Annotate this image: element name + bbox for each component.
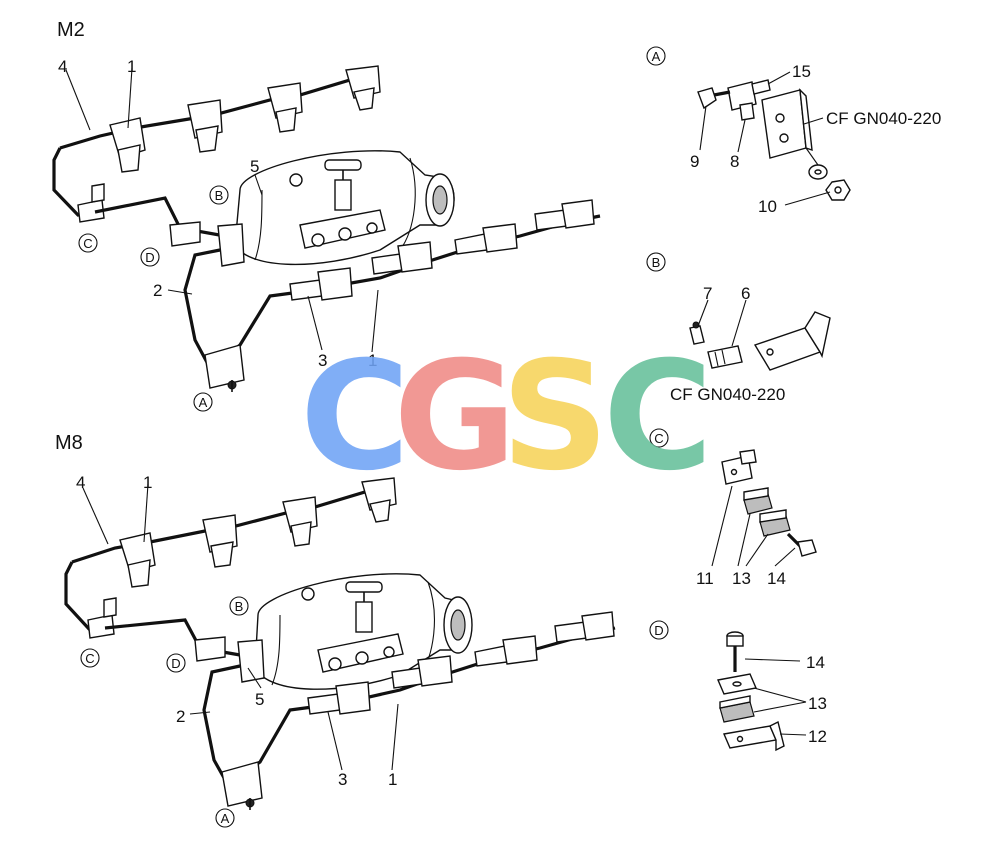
detail-a: A 15 CF GN040-220 9 8 10	[646, 46, 941, 216]
watermark-letter-3: S	[501, 330, 609, 504]
part-label-4-m8: 4	[76, 473, 85, 492]
svg-text:B: B	[215, 188, 224, 203]
detail-c-label-11: 11	[696, 569, 714, 588]
clamp-d-m8	[194, 636, 226, 662]
part-label-5-m2: 5	[250, 157, 259, 176]
detail-c: C 11 13 14	[649, 428, 817, 588]
view-marker-a-m2: A	[193, 392, 213, 412]
detail-c-label-14: 14	[767, 569, 786, 588]
detail-d: D 14 13 12	[649, 620, 827, 752]
svg-text:D: D	[654, 623, 663, 638]
pipe-2-m2	[183, 248, 221, 369]
detail-d-label-13: 13	[808, 694, 827, 713]
assembly-m2: M2	[52, 19, 601, 412]
part-label-1b-m8: 1	[388, 770, 397, 789]
svg-text:D: D	[145, 250, 154, 265]
bracket-a-m2	[204, 344, 245, 389]
svg-text:A: A	[221, 811, 230, 826]
svg-text:A: A	[652, 49, 661, 64]
detail-b: B 7 6 CF GN040-220	[646, 252, 831, 404]
svg-text:D: D	[171, 656, 180, 671]
detail-a-label-8: 8	[730, 152, 739, 171]
nozzles-lower-m8	[307, 611, 615, 715]
air-tank-m8	[254, 573, 473, 690]
view-marker-d-m8: D	[166, 653, 186, 673]
detail-b-label-6: 6	[741, 284, 750, 303]
part-label-2-m8: 2	[176, 707, 185, 726]
detail-b-reference: CF GN040-220	[670, 385, 785, 404]
air-tank-m2	[234, 150, 455, 266]
clamp-d-m2	[169, 221, 201, 247]
svg-text:B: B	[235, 599, 244, 614]
part-label-1-m8: 1	[143, 473, 152, 492]
part-label-1-m2: 1	[127, 57, 136, 76]
detail-a-reference: CF GN040-220	[826, 109, 941, 128]
watermark-letter-2: G	[393, 330, 516, 504]
part-label-5-m8: 5	[255, 690, 264, 709]
detail-a-label-10: 10	[758, 197, 777, 216]
svg-text:C: C	[85, 651, 94, 666]
part-label-4-m2: 4	[58, 57, 67, 76]
view-marker-d-m2: D	[140, 247, 160, 267]
watermark-logo: C G S C	[300, 330, 713, 504]
section-title-m2: M2	[57, 19, 85, 41]
view-marker-b-m2: B	[209, 185, 229, 205]
part-label-3-m2: 3	[318, 351, 327, 370]
bracket-a-m8	[221, 761, 263, 807]
part-label-1b-m2: 1	[368, 351, 377, 370]
part-label-2-m2: 2	[153, 281, 162, 300]
detail-b-label-7: 7	[703, 284, 712, 303]
nozzles-upper-m8	[119, 477, 397, 588]
view-marker-c-m8: C	[80, 648, 100, 668]
detail-d-label-14: 14	[806, 653, 825, 672]
view-marker-b-m8: B	[229, 596, 249, 616]
detail-c-label-13: 13	[732, 569, 751, 588]
view-marker-a-m8: A	[215, 808, 235, 828]
assembly-m8: M8	[55, 432, 616, 828]
watermark-letter-4: C	[603, 330, 713, 504]
nozzles-upper-m2	[109, 65, 381, 173]
detail-a-marker: A	[646, 46, 666, 66]
part-label-3-m8: 3	[338, 770, 347, 789]
detail-c-marker: C	[649, 428, 669, 448]
detail-d-label-12: 12	[808, 727, 827, 746]
svg-text:C: C	[654, 431, 663, 446]
svg-text:A: A	[199, 395, 208, 410]
detail-a-label-15: 15	[792, 62, 811, 81]
watermark-letter-1: C	[300, 330, 410, 504]
detail-b-marker: B	[646, 252, 666, 272]
section-title-m8: M8	[55, 432, 83, 454]
view-marker-c-m2: C	[78, 233, 98, 253]
svg-text:C: C	[83, 236, 92, 251]
nozzles-lower-m2	[289, 199, 595, 301]
detail-d-marker: D	[649, 620, 669, 640]
pipe-2-m8	[202, 664, 241, 786]
detail-a-label-9: 9	[690, 152, 699, 171]
svg-text:B: B	[652, 255, 661, 270]
